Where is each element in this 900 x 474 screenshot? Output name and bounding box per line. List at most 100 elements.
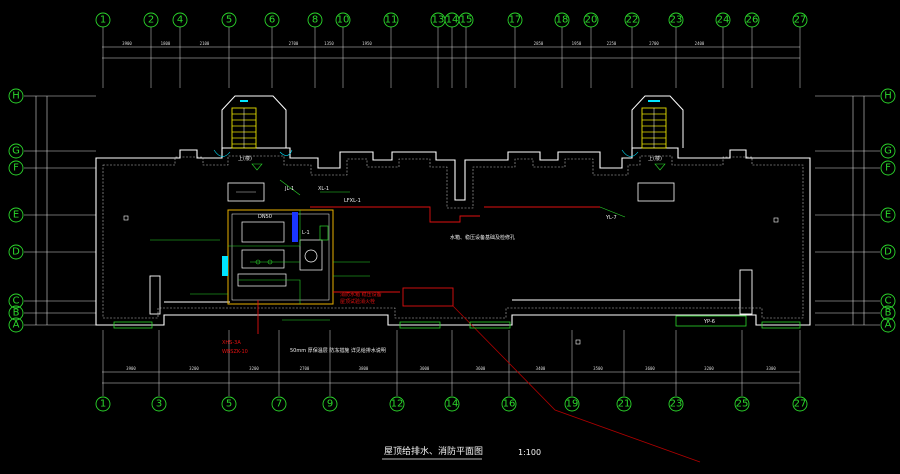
axis-bubble-bottom-5: 5 — [221, 396, 237, 412]
bottom-dimension-text: 3200 — [189, 366, 199, 371]
top-dimension-text: 1800 — [161, 41, 171, 46]
axis-bubble-top-11: 11 — [383, 12, 399, 28]
axis-bubble-top-14: 14 — [444, 12, 460, 28]
stair-core-left: 上(楼) — [213, 95, 293, 202]
bottom-axis-group: 1390033200532007270093800123000143600163… — [95, 330, 808, 412]
axis-bubble-bottom-27: 27 — [792, 396, 808, 412]
axis-bubble-top-17: 17 — [507, 12, 523, 28]
bottom-dimension-text: 3600 — [645, 366, 655, 371]
axis-bubble-right-F-label: F — [885, 163, 891, 174]
axis-bubble-left-B-label: B — [13, 308, 20, 319]
axis-bubble-right-C: C — [880, 293, 896, 309]
axis-bubble-bottom-14: 14 — [444, 396, 460, 412]
note-equipment: 水箱、稳压设备基础及检修孔 — [450, 234, 515, 241]
axis-bubble-bottom-19-label: 19 — [566, 399, 579, 410]
bottom-dimension-text: 3000 — [420, 366, 430, 371]
axis-bubble-right-F: F — [880, 160, 896, 176]
axis-bubble-top-10-label: 10 — [337, 15, 350, 26]
axis-bubble-top-8-label: 8 — [312, 15, 318, 26]
axis-bubble-bottom-19: 19 — [564, 396, 580, 412]
axis-bubble-bottom-16: 16 — [501, 396, 517, 412]
roof-drains — [123, 215, 779, 345]
equip-mark-1: DN50 — [258, 214, 272, 220]
axis-bubble-right-H: H — [880, 88, 896, 104]
red-note-1: 消防水箱 稳压设备 — [340, 291, 382, 298]
note-insulation: 50mm 厚保温层 防冻措施 详见给排水说明 — [290, 347, 386, 354]
drawing-title: 屋顶给排水、消防平面图 — [384, 445, 483, 457]
bottom-dimension-text: 3300 — [766, 366, 776, 371]
bottom-openings — [113, 315, 801, 329]
axis-bubble-top-1-label: 1 — [100, 15, 106, 26]
axis-bubble-top-26: 26 — [744, 12, 760, 28]
right-axis-group: H GF E D CBA — [815, 88, 896, 333]
axis-bubble-bottom-7-label: 7 — [276, 399, 282, 410]
axis-bubble-top-24: 24 — [715, 12, 731, 28]
axis-bubble-bottom-9: 9 — [322, 396, 338, 412]
axis-bubble-top-4: 4 — [172, 12, 188, 28]
top-dimension-text: 1350 — [324, 41, 334, 46]
axis-bubble-top-15: 15 — [458, 12, 474, 28]
axis-bubble-top-23-label: 23 — [670, 15, 683, 26]
axis-bubble-right-D-label: D — [884, 247, 892, 258]
axis-bubble-bottom-21: 21 — [616, 396, 632, 412]
axis-bubble-right-C-label: C — [885, 296, 892, 307]
wing-walls — [149, 269, 753, 315]
axis-bubble-left-H-label: H — [12, 91, 20, 102]
bottom-dimension-lines — [102, 371, 800, 384]
axis-bubble-right-A: A — [880, 317, 896, 333]
axis-bubble-right-A-label: A — [885, 320, 892, 331]
axis-bubble-right-G: G — [880, 143, 896, 159]
bottom-dimension-text: 3200 — [249, 366, 259, 371]
axis-bubble-top-11-label: 11 — [385, 15, 398, 26]
axis-bubble-top-10: 10 — [335, 12, 351, 28]
vent-label: YP-6 — [703, 319, 715, 325]
drawing-scale: 1:100 — [518, 448, 541, 457]
axis-bubble-left-B: B — [8, 305, 24, 321]
axis-bubble-left-F: F — [8, 160, 24, 176]
axis-bubble-left-E: E — [8, 207, 24, 223]
axis-bubble-bottom-5-label: 5 — [226, 399, 232, 410]
axis-bubble-top-4-label: 4 — [177, 15, 183, 26]
pipe-label-yl: YL-7 — [605, 215, 617, 221]
top-dimension-text: 1950 — [362, 41, 372, 46]
axis-bubble-right-E-label: E — [885, 210, 891, 221]
axis-bubble-top-15-label: 15 — [460, 15, 473, 26]
axis-bubble-left-D-label: D — [12, 247, 20, 258]
axis-bubble-top-20: 20 — [583, 12, 599, 28]
fire-pipes — [257, 206, 701, 463]
axis-bubble-bottom-25: 25 — [734, 396, 750, 412]
axis-bubble-top-27: 27 — [792, 12, 808, 28]
axis-bubble-top-2-label: 2 — [148, 15, 154, 26]
top-dimension-text: 1950 — [572, 41, 582, 46]
axis-bubble-left-G: G — [8, 143, 24, 159]
axis-bubble-top-5-label: 5 — [226, 15, 232, 26]
axis-bubble-bottom-1-label: 1 — [100, 399, 106, 410]
axis-bubble-bottom-3: 3 — [151, 396, 167, 412]
axis-bubble-left-F-label: F — [13, 163, 19, 174]
top-dimension-text: 2400 — [695, 41, 705, 46]
stair-core-right: 上(楼) — [621, 95, 684, 202]
axis-bubble-right-E: E — [880, 207, 896, 223]
equip-mark-2: L-1 — [302, 230, 310, 236]
axis-bubble-top-24-label: 24 — [717, 15, 730, 26]
axis-bubble-top-18-label: 18 — [556, 15, 569, 26]
axis-bubble-top-1: 1 — [95, 12, 111, 28]
axis-bubble-right-B-label: B — [885, 308, 892, 319]
axis-bubble-top-6-label: 6 — [269, 15, 275, 26]
axis-bubble-bottom-14-label: 14 — [446, 399, 459, 410]
axis-bubble-right-B: B — [880, 305, 896, 321]
axis-bubble-bottom-16-label: 16 — [503, 399, 516, 410]
left-axis-group: H GF E D CBA — [8, 88, 96, 333]
annotations: JL-1 XL-1 LFXL-1 YL-7 水箱、稳压设备基础及检修孔 50mm… — [222, 186, 617, 355]
top-dimension-text: 2250 — [607, 41, 617, 46]
axis-bubble-top-13-label: 13 — [432, 15, 445, 26]
axis-bubble-top-20-label: 20 — [585, 15, 598, 26]
axis-bubble-left-E-label: E — [13, 210, 19, 221]
bottom-dimension-text: 3500 — [593, 366, 603, 371]
axis-bubble-left-A: A — [8, 317, 24, 333]
leader-lines — [150, 179, 626, 321]
tag-xhs: XHS-3A — [222, 340, 241, 346]
axis-bubble-left-C: C — [8, 293, 24, 309]
axis-bubble-top-23: 23 — [668, 12, 684, 28]
